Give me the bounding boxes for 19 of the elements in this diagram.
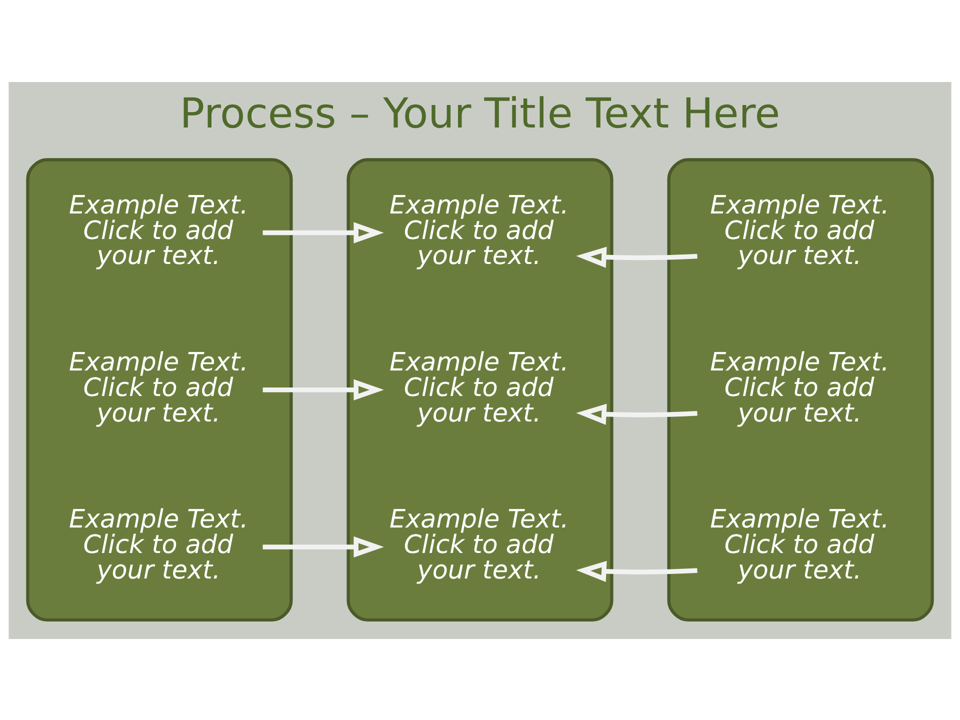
node-text: Example Text. Click to add your text. — [390, 346, 569, 427]
cluster — [26, 158, 293, 622]
node-text: Example Text. Click to add your text. — [68, 503, 248, 584]
cluster — [667, 158, 934, 622]
arrow — [576, 403, 698, 424]
arrow — [262, 222, 384, 243]
arrow — [576, 560, 698, 582]
diagram-title: Process – Your Title Text Here — [180, 89, 780, 138]
arrow — [576, 246, 698, 268]
arrow — [262, 378, 384, 400]
node-text: Example Text. Click to add your text. — [68, 346, 248, 427]
node-text: Example Text. Click to add your text. — [390, 188, 569, 270]
node-text: Example Text. Click to add your text. — [710, 188, 890, 270]
cluster — [346, 158, 614, 622]
node-text: Example Text. Click to add your text. — [710, 346, 890, 427]
node-text: Example Text. Click to add your text. — [68, 188, 248, 270]
node-text: Example Text. Click to add your text. — [710, 503, 890, 584]
arrow — [262, 536, 384, 558]
node-text: Example Text. Click to add your text. — [390, 503, 569, 584]
